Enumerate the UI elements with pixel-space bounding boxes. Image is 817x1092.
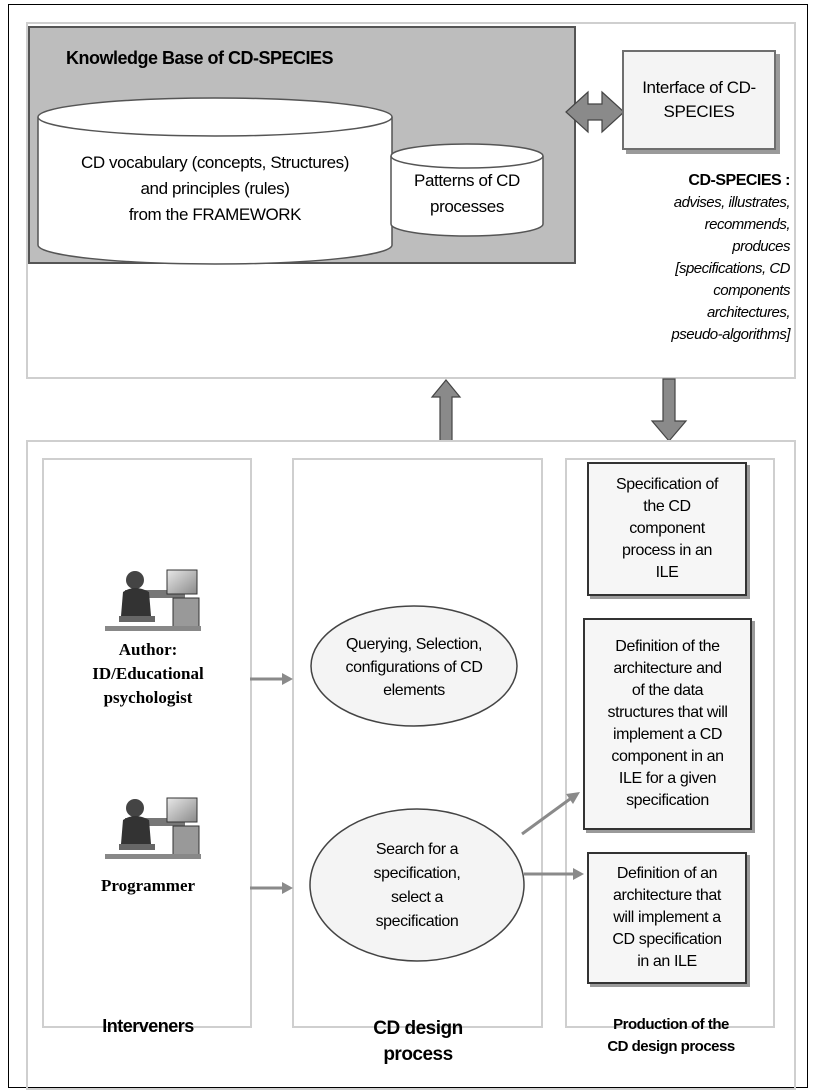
species-line: [specifications, CD — [675, 260, 790, 277]
output-box-architecture: Definition of an architecture that will … — [587, 852, 747, 984]
output-line: in an ILE — [637, 953, 697, 970]
vocabulary-cylinder — [37, 97, 393, 265]
output-line: specification — [626, 792, 709, 809]
design-heading-line: CD design — [373, 1018, 463, 1039]
output-line: architecture and — [613, 660, 722, 677]
output-line: will implement a — [613, 909, 721, 926]
production-heading-line: Production of the — [613, 1016, 729, 1033]
design-workflow-box — [26, 440, 796, 1090]
output-line: ILE for a given — [618, 770, 717, 787]
species-line: architectures, — [706, 304, 791, 321]
knowledge-base-title: Knowledge Base of CD-SPECIES — [66, 48, 334, 68]
author-line: psychologist — [103, 688, 193, 707]
search-line: select a — [391, 889, 443, 906]
vocabulary-text: CD vocabulary (concepts, Structures) and… — [40, 134, 390, 244]
author-line: ID/Educational — [92, 664, 204, 683]
connector-arrows — [250, 673, 584, 894]
search-text: Search for a specification, select a spe… — [330, 838, 504, 934]
patterns-text: Patterns of CD processes — [393, 163, 541, 225]
vocabulary-line: and principles (rules) — [140, 179, 290, 198]
output-line: process in an — [622, 542, 712, 559]
production-heading: Production of the CD design process — [560, 1014, 782, 1058]
output-line: architecture that — [613, 887, 721, 904]
output-line: ILE — [655, 564, 679, 581]
species-line: recommends, — [704, 216, 791, 233]
species-line: produces — [732, 238, 790, 255]
search-ellipse — [309, 808, 525, 962]
interface-line: SPECIES — [663, 102, 735, 121]
species-heading: CD-SPECIES : — [688, 172, 790, 189]
output-line: of the data — [631, 682, 704, 699]
querying-text: Querying, Selection, configurations of C… — [318, 630, 510, 704]
querying-line: elements — [383, 681, 445, 699]
output-line: the CD — [643, 498, 691, 515]
programmer-workstation-icon — [105, 797, 201, 859]
output-line: component — [629, 520, 705, 537]
querying-line: Querying, Selection, — [345, 635, 483, 653]
species-line: components — [713, 282, 790, 299]
author-workstation-icon — [105, 569, 201, 631]
output-box-architecture-data: Definition of the architecture and of th… — [583, 618, 752, 830]
production-heading-line: CD design process — [607, 1038, 735, 1055]
search-line: specification, — [373, 865, 461, 882]
cd-species-description: CD-SPECIES : advises, illustrates, recom… — [565, 170, 790, 346]
querying-line: configurations of CD — [345, 658, 483, 676]
author-line: Author: — [118, 640, 178, 659]
search-line: specification — [375, 913, 459, 930]
design-heading-line: process — [383, 1044, 453, 1065]
output-line: Definition of the — [615, 638, 720, 655]
programmer-label: Programmer — [100, 876, 196, 895]
interface-line: Interface of CD- — [642, 78, 756, 97]
output-line: Definition of an — [616, 865, 718, 882]
output-line: structures that will — [607, 704, 728, 721]
querying-ellipse — [310, 605, 518, 727]
up-arrow-icon — [430, 379, 462, 442]
design-process-heading: CD design process — [300, 1016, 536, 1068]
species-line: advises, illustrates, — [673, 194, 791, 211]
interface-box: Interface of CD- SPECIES — [622, 50, 776, 150]
output-line: component in an — [611, 748, 724, 765]
species-line: pseudo-algorithms] — [671, 326, 790, 343]
output-box-specification: Specification of the CD component proces… — [587, 462, 747, 596]
vocabulary-line: CD vocabulary (concepts, Structures) — [80, 153, 350, 172]
author-label: Author: ID/Educational psychologist — [48, 638, 248, 710]
search-line: Search for a — [375, 841, 459, 858]
patterns-cylinder — [390, 143, 544, 237]
down-arrow-icon — [650, 378, 688, 442]
patterns-line: Patterns of CD — [414, 171, 520, 190]
vocabulary-line: from the FRAMEWORK — [128, 205, 302, 224]
output-line: CD specification — [612, 931, 722, 948]
output-line: implement a CD — [612, 726, 723, 743]
output-line: Specification of — [615, 476, 719, 493]
interveners-column — [42, 458, 252, 1028]
interveners-heading: Interveners — [102, 1016, 194, 1036]
patterns-line: processes — [430, 197, 504, 216]
diagram-frame — [8, 4, 808, 1088]
double-arrow-icon — [565, 90, 625, 134]
